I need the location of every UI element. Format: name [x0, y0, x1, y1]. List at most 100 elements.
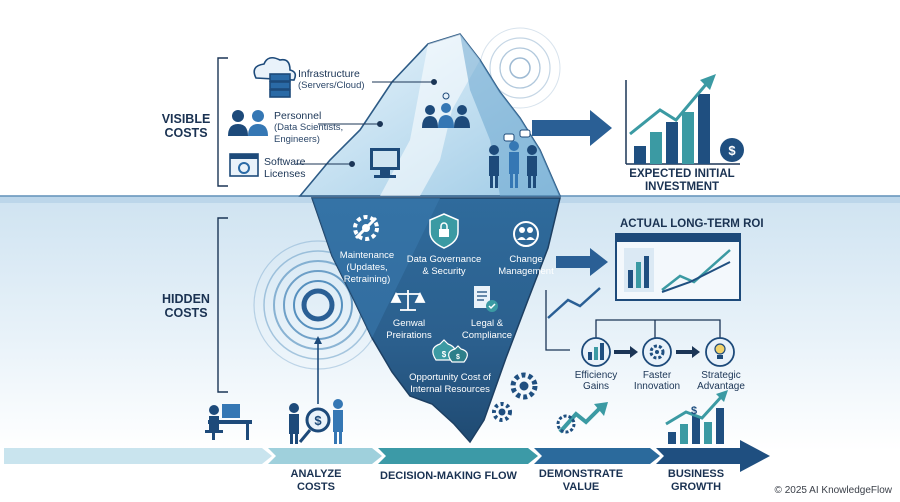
- roi-trend-line: [547, 287, 601, 319]
- infrastructure-title: Infrastructure: [298, 68, 360, 80]
- flow-bar: [4, 440, 770, 472]
- iceberg-visible-shadow: [460, 34, 560, 196]
- change-management-title-line2: Management: [498, 266, 554, 277]
- hidden-item-maintenance: Maintenance (Updates, Retraining): [332, 250, 402, 286]
- outcome-faster-innovation: Faster Innovation: [626, 370, 688, 392]
- analyst-at-desk-icon: [205, 404, 252, 440]
- outcome-arrows: [614, 346, 700, 358]
- visible-item-software: Software Licenses: [264, 156, 305, 180]
- meeting-figures: [489, 129, 537, 188]
- efficiency-line2: Gains: [582, 381, 610, 392]
- business-line1: BUSINESS: [667, 468, 725, 480]
- team-figures-on-iceberg: [422, 92, 470, 128]
- data-governance-title-line2: & Security: [422, 266, 466, 277]
- opportunity-cost-title-line2: Internal Resources: [410, 384, 490, 395]
- svg-text:$: $: [728, 143, 736, 158]
- flow-step-business-growth: BUSINESS GROWTH: [660, 468, 732, 494]
- maintenance-detail-line1: (Updates,: [346, 262, 388, 273]
- flow-step-demonstrate-value: DEMONSTRATE VALUE: [532, 468, 630, 494]
- bar-chart-growth-icon: $: [625, 74, 744, 165]
- arrow-to-expected-investment: [532, 110, 612, 146]
- analyze-line1: ANALYZE: [290, 468, 342, 480]
- hidden-item-data-governance: Data Governance & Security: [404, 254, 484, 278]
- scales-icon: [390, 290, 426, 311]
- shield-lock-icon: [429, 213, 459, 249]
- iceberg-submerged-facet: [312, 198, 440, 338]
- opportunity-cost-title-line1: Opportunity Cost of: [409, 372, 491, 383]
- change-management-title-line1: Change: [509, 254, 543, 265]
- advantage-line2: Advantage: [697, 381, 745, 392]
- hidden-costs-bracket: [217, 217, 228, 393]
- hidden-item-general-preparations: Genwal Preirations: [376, 318, 442, 342]
- outcome-efficiency-gains: Efficiency Gains: [566, 370, 626, 392]
- innovation-line1: Faster: [642, 370, 672, 381]
- svg-text:$: $: [314, 413, 322, 428]
- business-growth-icon: $: [665, 390, 728, 444]
- hidden-heading-line1: HIDDEN: [162, 292, 210, 306]
- roi-label: ACTUAL LONG-TERM ROI: [620, 218, 764, 230]
- people-icon: [228, 110, 268, 136]
- svg-text:$: $: [691, 405, 697, 417]
- personnel-detail-line1: (Data Scientists,: [274, 122, 344, 133]
- copyright-notice: © 2025 AI KnowledgeFlow: [774, 485, 892, 496]
- hidden-item-opportunity-cost: Opportunity Cost of Internal Resources: [400, 372, 500, 396]
- cloud-server-icon: [253, 56, 297, 98]
- decision-line1: DECISION-MAKING FLOW: [380, 470, 517, 482]
- software-title-line1: Software: [264, 156, 306, 168]
- computer-monitor-icon: [370, 148, 400, 178]
- svg-text:$: $: [442, 350, 447, 359]
- document-check-icon: [474, 286, 498, 312]
- personnel-title: Personnel: [274, 110, 322, 122]
- dashboard-window-icon: [615, 233, 741, 301]
- visible-item-infrastructure: Infrastructure (Servers/Cloud): [298, 68, 365, 92]
- visible-costs-heading: VISIBLE COSTS: [158, 112, 214, 140]
- analyze-line2: COSTS: [297, 481, 335, 493]
- general-preparations-title-line1: Genwal: [392, 318, 426, 329]
- chart-circle-icon: [581, 337, 611, 367]
- lightbulb-circle-icon: [705, 337, 735, 367]
- maintenance-detail-line2: Retraining): [343, 274, 391, 285]
- innovation-line2: Innovation: [633, 381, 681, 392]
- gears-icon: [492, 372, 538, 422]
- magnifier-analysts-icon: $: [289, 336, 343, 444]
- general-preparations-title-line2: Preirations: [386, 330, 432, 341]
- hidden-heading-line2: COSTS: [164, 306, 208, 320]
- expected-label-line1: EXPECTED INITIAL: [629, 168, 735, 180]
- outcome-connectors: [545, 290, 721, 351]
- personnel-detail-line2: Engineers): [274, 134, 320, 145]
- visible-item-personnel: Personnel (Data Scientists, Engineers): [274, 110, 343, 146]
- outcome-strategic-advantage: Strategic Advantage: [688, 370, 754, 392]
- maintenance-title: Maintenance: [339, 250, 395, 261]
- advantage-line1: Strategic: [701, 370, 741, 381]
- flow-step-decision-making: DECISION-MAKING FLOW: [380, 470, 517, 483]
- business-line2: GROWTH: [670, 481, 722, 493]
- demonstrate-value-icon: [556, 402, 608, 434]
- software-title-line2: Licenses: [264, 168, 306, 180]
- hidden-costs-heading: HIDDEN COSTS: [158, 292, 214, 320]
- gear-circle-icon: [642, 337, 672, 367]
- hidden-item-change-management: Change Management: [488, 254, 564, 278]
- infrastructure-detail: (Servers/Cloud): [298, 80, 365, 91]
- data-governance-title-line1: Data Governance: [406, 254, 482, 265]
- expected-label-line2: INVESTMENT: [644, 181, 720, 193]
- visible-leader-lines: [296, 79, 437, 167]
- money-bags-icon: $ $: [432, 339, 468, 363]
- software-window-icon: [229, 153, 259, 177]
- expected-investment-label: EXPECTED INITIAL INVESTMENT: [612, 168, 752, 194]
- svg-text:$: $: [456, 354, 460, 361]
- demonstrate-line1: DEMONSTRATE: [538, 468, 624, 480]
- efficiency-line1: Efficiency: [574, 370, 618, 381]
- people-cycle-icon: [513, 221, 539, 247]
- arrow-to-roi: [556, 248, 608, 276]
- visible-costs-bracket: [217, 57, 228, 187]
- visible-heading-line1: VISIBLE: [161, 112, 211, 126]
- visible-heading-line2: COSTS: [164, 126, 208, 140]
- legal-compliance-title-line2: Compliance: [461, 330, 513, 341]
- flow-step-analyze-costs: ANALYZE COSTS: [276, 468, 356, 494]
- legal-compliance-title-line1: Legal &: [470, 318, 504, 329]
- demonstrate-line2: VALUE: [562, 481, 600, 493]
- gear-wrench-icon: [353, 215, 379, 241]
- hidden-item-legal-compliance: Legal & Compliance: [452, 318, 522, 342]
